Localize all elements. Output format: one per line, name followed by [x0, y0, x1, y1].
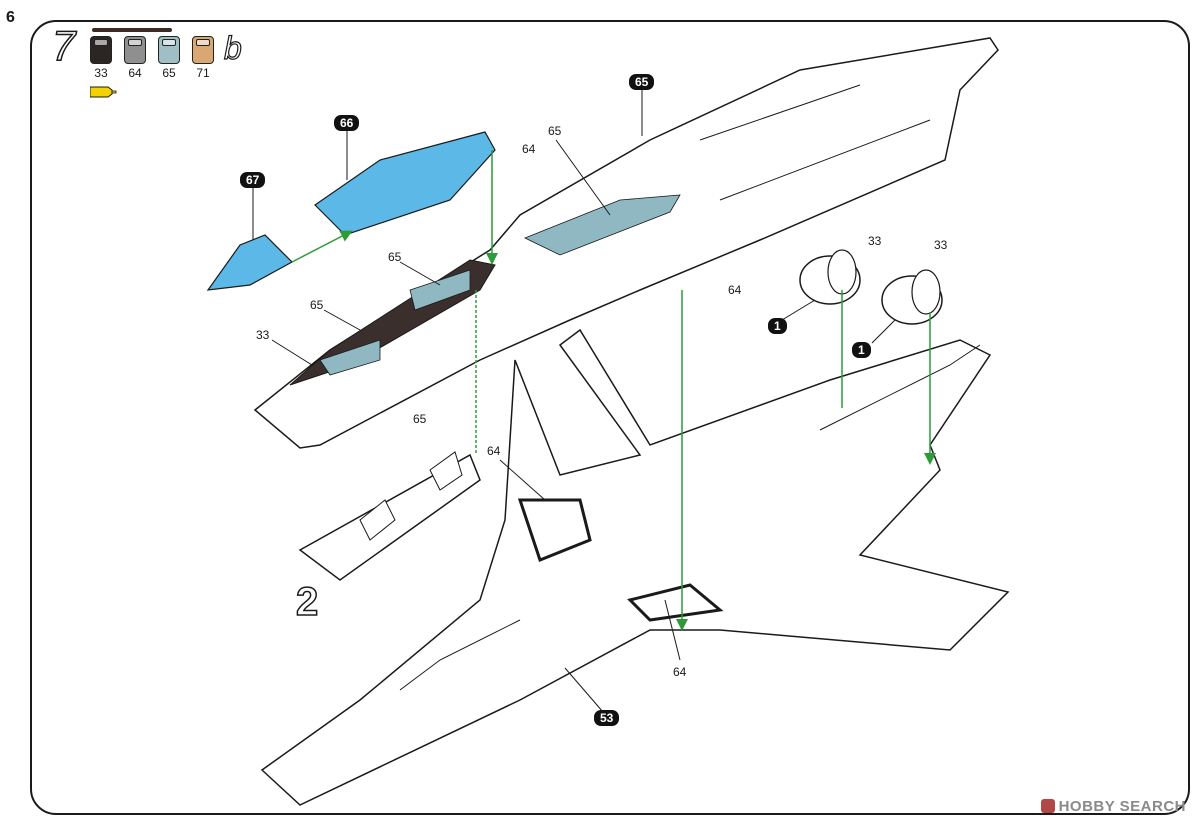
part-badge-1-left: 1: [768, 318, 787, 334]
callout-nozzle-left: 33: [868, 234, 882, 248]
step-number: 7: [51, 21, 76, 70]
part-badge-1-right: 1: [852, 342, 871, 358]
callout-turtle-deck: 65: [548, 124, 562, 138]
callout-cockpit-tub: 33: [256, 328, 270, 342]
paint-code: 71: [196, 66, 210, 80]
paint-jar-icon: [124, 36, 146, 64]
paint-code: 33: [94, 66, 108, 80]
paint-jar-icon: [192, 36, 214, 64]
canopy-front-part: [206, 234, 293, 291]
watermark: HOBBY SEARCH: [1040, 798, 1186, 815]
callout-nozzle-right: 33: [934, 238, 948, 252]
paint-jar-71: 71: [190, 36, 216, 80]
brush-icon: [92, 28, 172, 32]
callout-wheel-well-left: 64: [487, 444, 501, 458]
step-suffix: b: [223, 29, 242, 66]
part-badge-66: 66: [334, 115, 360, 131]
watermark-text: HOBBY SEARCH: [1058, 798, 1186, 815]
nozzle-right-part: [881, 269, 943, 325]
paint-code: 64: [128, 66, 142, 80]
left-wheel-well: [517, 498, 592, 562]
upper-fuselage-part: [253, 37, 999, 449]
paint-jar-65: 65: [156, 36, 182, 80]
glue-tube-icon: [90, 86, 117, 98]
callout-cockpit-panel-1: 65: [388, 250, 402, 264]
step-frame: [30, 20, 1190, 815]
paint-jar-icon: [158, 36, 180, 64]
nozzle-left-part: [799, 249, 861, 305]
paint-jar-64: 64: [122, 36, 148, 80]
paint-jar-33: 33: [88, 36, 114, 80]
callout-wheel-well-right: 64: [673, 665, 687, 679]
right-wheel-well: [627, 583, 724, 622]
hobby-search-logo-icon: [1040, 799, 1055, 813]
canopy-rear-part: [314, 131, 496, 236]
part-badge-65: 65: [629, 74, 655, 90]
lower-fuselage-part: [260, 328, 1010, 806]
part-badge-53: 53: [594, 710, 620, 726]
callout-cockpit-panel-2: 65: [310, 298, 324, 312]
callout-nose-top: 64: [522, 142, 536, 156]
callout-fuselage-upper-side: 64: [728, 283, 742, 297]
paint-jar-icon: [90, 36, 112, 64]
subassembly-number: 2: [295, 579, 319, 625]
callout-fuselage-side: 65: [413, 412, 427, 426]
paint-code: 65: [162, 66, 176, 80]
part-badge-67: 67: [240, 172, 266, 188]
